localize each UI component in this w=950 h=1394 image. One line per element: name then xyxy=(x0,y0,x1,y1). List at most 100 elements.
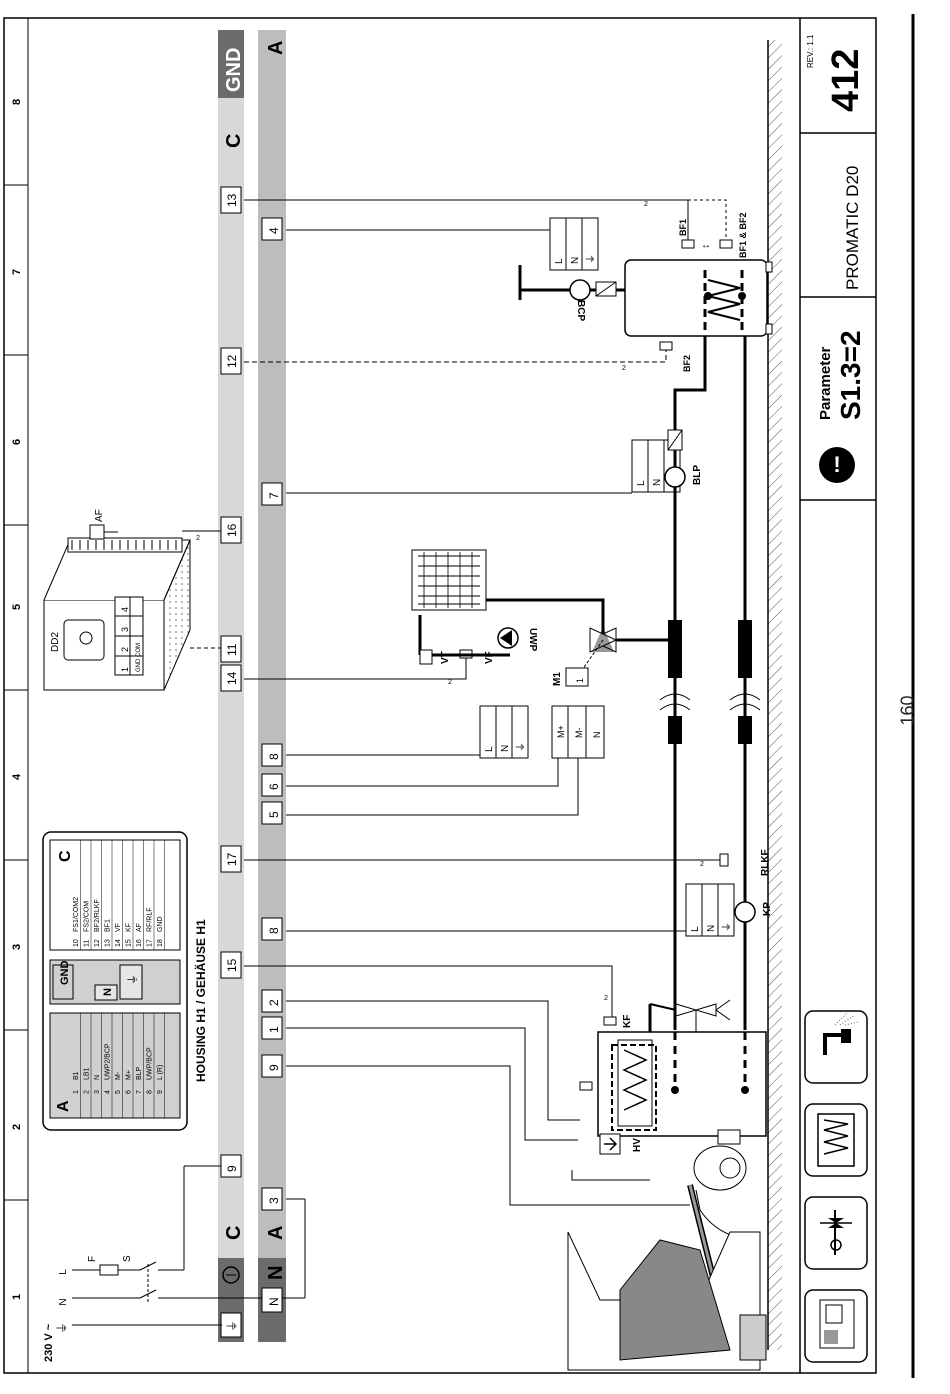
legend-c-name-17: RF/RLF xyxy=(147,908,154,933)
legend-a-name-8: UWP/BCP xyxy=(147,1047,154,1080)
wire-count-rlkf: 2 xyxy=(700,861,704,868)
legend-a-num-4: 4 xyxy=(105,1090,112,1094)
wire-count-vf: 2 xyxy=(448,679,452,686)
floor-hatch xyxy=(768,40,782,1350)
wire-count-marks: 2 2 2 2 2 2 xyxy=(196,201,704,1002)
c-terminal-12: 12 xyxy=(225,354,239,368)
blp-pump-icon xyxy=(664,466,686,488)
legend-c-name-14: VF xyxy=(115,923,122,932)
supply-voltage: 230 V ~ xyxy=(43,1323,55,1362)
vt-thermostat-icon xyxy=(419,649,433,665)
supply-earth-icon: ⏚ xyxy=(55,1322,69,1334)
legend-a-name-5: M- xyxy=(115,1071,122,1080)
warning-icon-glyph: ! xyxy=(833,452,840,477)
m1-label: M1 xyxy=(552,672,563,686)
dd2-dial-icon xyxy=(79,631,93,645)
outer-frame xyxy=(3,17,877,1374)
rail-a-n-terminal: N xyxy=(267,1297,281,1306)
system-icon-boxes xyxy=(804,1010,868,1363)
pumps: UWP KP BLP BCP xyxy=(497,279,773,923)
kp-l: L xyxy=(690,926,701,932)
mixing-valve: 1 M1 xyxy=(552,627,618,687)
supply-fuse-label: F xyxy=(87,1256,98,1262)
grid-col-3: 3 xyxy=(11,944,23,950)
c-terminal-17: 17 xyxy=(225,852,239,866)
buffer-tank-icon xyxy=(804,1103,868,1177)
legend-a-name-4: UWP2/BCP xyxy=(105,1043,112,1080)
grid-column-markers: 1 2 3 4 5 6 7 8 xyxy=(4,99,28,1300)
legend-c-num-15: 15 xyxy=(126,939,133,947)
flow-sensors: VT VF xyxy=(419,649,495,665)
legend-c-name-11: FS2/COM xyxy=(84,901,91,932)
grid-col-2: 2 xyxy=(11,1124,23,1130)
c-terminal-13: 13 xyxy=(225,193,239,207)
legend-a-name-2: LB1 xyxy=(84,1067,91,1080)
dd2-terminal-1: 1 xyxy=(120,667,130,672)
grid-col-1: 1 xyxy=(11,1294,23,1300)
legend-c-num-13: 13 xyxy=(105,939,112,947)
bf-swap-arrow-icon: ↔ xyxy=(701,240,711,251)
legend-mid-n: N xyxy=(102,988,114,996)
blp-n: N xyxy=(652,479,663,486)
earth-symbol-icon xyxy=(222,1266,240,1284)
rail-c-gnd-label: GND xyxy=(223,48,245,92)
legend-c-num-18: 18 xyxy=(157,939,164,947)
c-terminal-9: 9 xyxy=(225,1165,239,1172)
m1-actuator-number: 1 xyxy=(575,678,585,683)
bcp-earth: ⏚ xyxy=(585,254,597,264)
bcp-l: L xyxy=(554,258,565,264)
dd2-label: DD2 xyxy=(50,632,61,652)
parameter-value: S1.3=2 xyxy=(835,330,866,420)
uwp-l: L xyxy=(484,746,495,752)
blp-label: BLP xyxy=(692,465,703,485)
dd2-terminal-2: 2 xyxy=(120,647,130,652)
warning-icon xyxy=(819,447,855,483)
legend-a-num-1: 1 xyxy=(73,1090,80,1094)
legend-a-num-6: 6 xyxy=(126,1090,133,1094)
a-terminal-9: 9 xyxy=(267,1064,281,1071)
legend-c-num-16: 16 xyxy=(136,939,143,947)
bcp-pump-icon xyxy=(569,279,591,301)
supply-line-n: N xyxy=(58,1298,69,1305)
legend-c-name-12: BF2/RLKF xyxy=(94,899,101,932)
m1-n: N xyxy=(592,732,602,739)
a-terminal-7: 7 xyxy=(267,492,281,499)
uwp-n: N xyxy=(500,745,511,752)
buffer-tank: BF1 BF2 BF1 & BF2 ↔ xyxy=(624,212,773,372)
hv-label: HV xyxy=(632,1138,643,1152)
hot-water-tap-icon xyxy=(804,1010,868,1084)
legend-c-name-13: BF1 xyxy=(105,919,112,932)
connector-boxes: L N ⏚ L N ⏚ M+ M- N L N ⏚ L N ⏚ xyxy=(479,217,735,937)
dd2-gndcom: GND COM xyxy=(136,643,142,672)
af-label: AF xyxy=(94,509,105,522)
legend-c-name-18: GND xyxy=(157,916,164,932)
grid-col-8: 8 xyxy=(11,99,23,105)
legend-a-title: A xyxy=(55,1100,72,1112)
blp-l: L xyxy=(636,480,647,486)
grid-col-4: 4 xyxy=(11,773,23,780)
legend-a-num-3: 3 xyxy=(94,1090,101,1094)
grid-col-5: 5 xyxy=(11,604,23,610)
legend-a-name-7: BLP xyxy=(136,1066,143,1080)
rail-c-name-bottom: C xyxy=(223,1226,245,1240)
kp-n: N xyxy=(706,925,717,932)
bcp-n: N xyxy=(570,257,581,264)
legend-c-num-17: 17 xyxy=(147,939,154,947)
legend-mid-earth: ⏚ xyxy=(126,974,139,985)
rail-c-name-top: C xyxy=(223,134,245,148)
kp-label: KP xyxy=(762,902,773,916)
grid-col-7: 7 xyxy=(11,269,23,275)
rail-a-n-label: N xyxy=(265,1266,287,1280)
pipe-sections xyxy=(659,620,761,744)
wire-count-af: 2 xyxy=(196,535,200,542)
kp-earth: ⏚ xyxy=(721,922,733,932)
a-terminal-1: 1 xyxy=(267,1026,281,1033)
rlkf-label: RLKF xyxy=(760,849,771,876)
boiler-room-icon xyxy=(804,1289,868,1363)
a-terminal-8: 8 xyxy=(267,753,281,760)
housing-legend: A 1B12LB13N4UWP2/BCP5M-6M+7BLP8UWP/BCP9L… xyxy=(42,831,208,1131)
legend-mid-gnd: GND xyxy=(59,961,71,986)
housing-label: HOUSING H1 / GEHÄUSE H1 xyxy=(193,919,208,1082)
